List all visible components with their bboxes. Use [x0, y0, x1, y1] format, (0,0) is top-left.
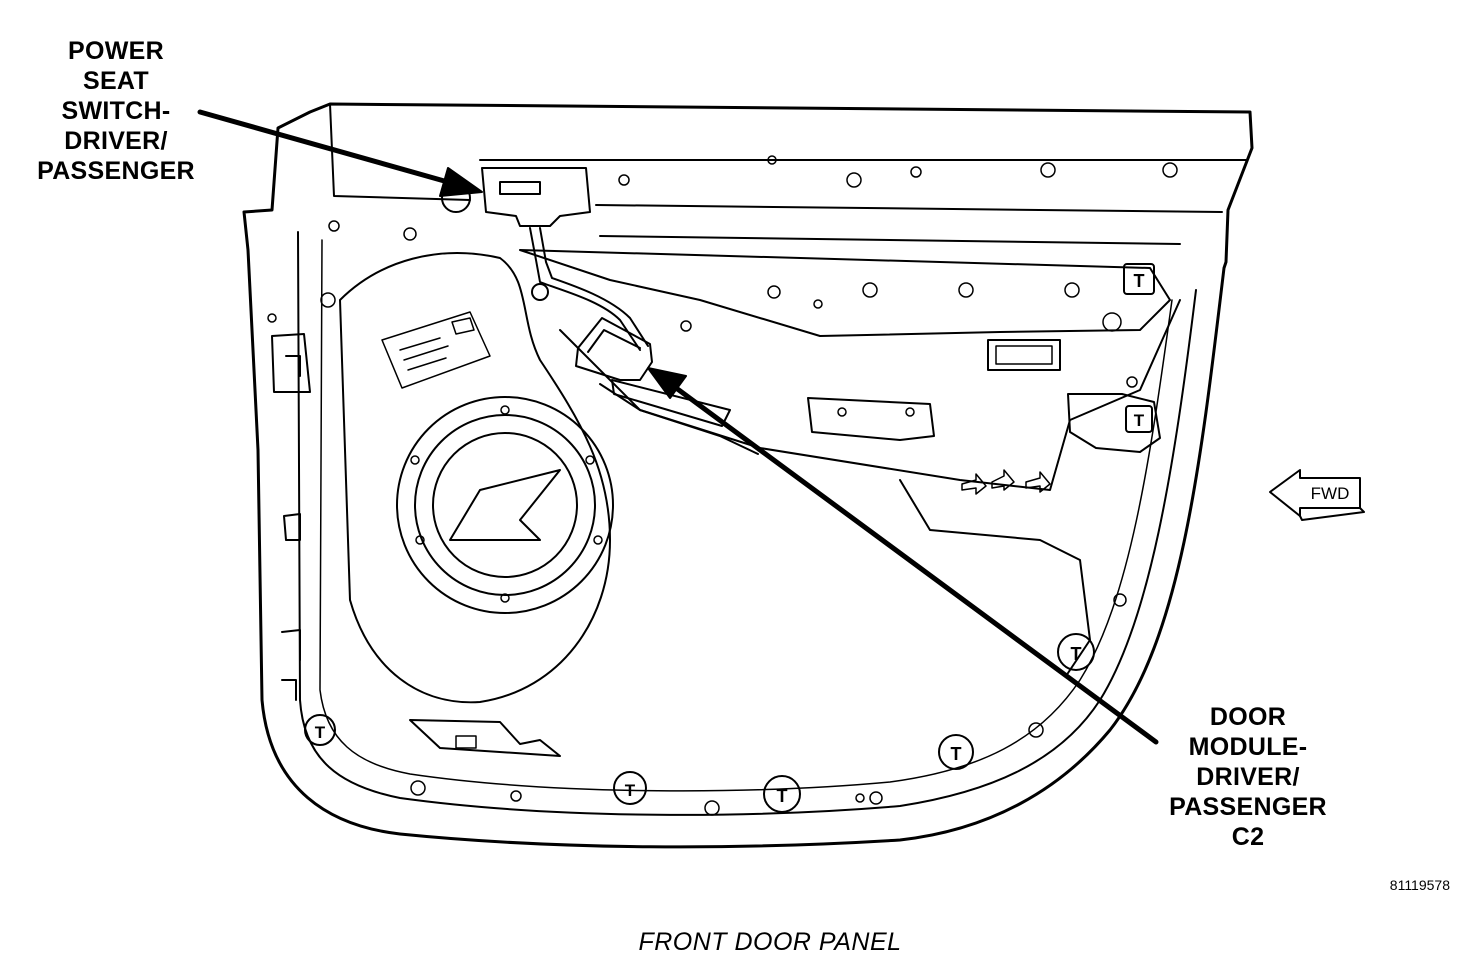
upper-rail: [329, 103, 1247, 201]
power-seat-switch: [441, 167, 591, 227]
t-clip: T: [938, 734, 974, 770]
svg-text:T: T: [315, 723, 326, 742]
figure-caption: FRONT DOOR PANEL: [638, 928, 902, 956]
svg-text:T: T: [1134, 271, 1145, 291]
t-clip: T: [1125, 405, 1153, 433]
left-edge-bracket: [271, 333, 311, 393]
svg-text:T: T: [1071, 644, 1082, 664]
svg-text:T: T: [625, 781, 636, 800]
t-clip: T: [1123, 263, 1155, 295]
fwd-label: FWD: [1311, 484, 1350, 503]
window-switch-bezel: [987, 339, 1061, 371]
callout-line: DRIVER/: [1196, 763, 1300, 791]
speaker-cone-detail: [449, 469, 561, 541]
svg-text:T: T: [777, 786, 788, 806]
side-bracket: [1067, 393, 1161, 453]
callout-line: PASSENGER: [37, 157, 195, 185]
callout-line: PASSENGER: [1169, 793, 1327, 821]
mounting-holes: [267, 155, 1178, 816]
seat-switch-harness: [529, 227, 641, 351]
harness-clip: [531, 283, 549, 301]
speaker-cavity: [339, 252, 611, 704]
lower-left-clip: [281, 513, 301, 701]
svg-text:T: T: [1134, 411, 1145, 430]
svg-text:T: T: [951, 744, 962, 764]
callout-line: DRIVER/: [64, 127, 168, 155]
t-fastener-clips: T T T T T T T: [304, 263, 1155, 813]
callout-line: POWER: [68, 37, 164, 65]
warning-label: [381, 311, 491, 389]
map-pocket-edge: [899, 479, 1091, 677]
window-switch-inner: [995, 345, 1053, 365]
t-clip: T: [613, 771, 647, 805]
door-panel-inner-rim: [297, 231, 1197, 816]
t-clip: T: [763, 775, 801, 813]
push-pin-clips: [961, 469, 1051, 495]
callout-line: MODULE-: [1188, 733, 1308, 761]
seat-switch-leader: [197, 109, 483, 197]
t-clip: T: [1057, 633, 1095, 671]
speaker-cone: [432, 432, 578, 578]
power-seat-switch-callout: POWER SEAT SWITCH- DRIVER/ PASSENGER: [18, 36, 214, 186]
lock-bracket: [807, 397, 935, 441]
callout-line: SWITCH-: [61, 97, 171, 125]
door-module-callout: DOOR MODULE- DRIVER/ PASSENGER C2: [1150, 702, 1346, 852]
door-panel-inner-rim-2: [319, 239, 1173, 792]
figure-number: 81119578: [1389, 877, 1450, 893]
callout-line: SEAT: [82, 67, 150, 95]
door-module-leader: [647, 367, 1159, 745]
speaker-mount-holes: [410, 405, 603, 603]
seat-switch-harness-2: [539, 227, 649, 347]
t-clip: T: [304, 714, 336, 746]
door-panel-outline: [242, 102, 1254, 849]
callout-line: DOOR: [1209, 703, 1287, 731]
callout-line: C2: [1231, 823, 1265, 851]
lower-bracket-slot: [455, 735, 477, 749]
forward-direction-arrow: FWD: [1269, 469, 1365, 521]
belt-trim: [519, 249, 1171, 337]
speaker-mid-ring: [414, 414, 596, 596]
speaker-outer-ring: [396, 396, 614, 614]
upper-rail-lower-edge: [595, 204, 1223, 245]
lower-bracket: [409, 719, 561, 757]
